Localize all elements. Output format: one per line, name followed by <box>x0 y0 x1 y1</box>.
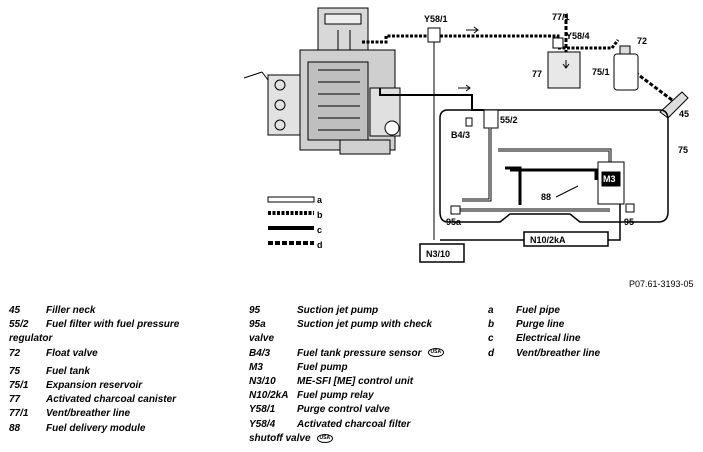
label-72: 72 <box>637 36 647 46</box>
label-45: 45 <box>679 109 689 119</box>
fuel-system-diagram: Y58/1 77/1 Y58/4 77 72 75/1 45 75 55/2 B… <box>243 7 689 263</box>
engine-illustration <box>243 7 401 155</box>
flow-arrows <box>458 26 570 92</box>
expansion-reservoir <box>613 45 639 91</box>
leader-88 <box>555 185 579 198</box>
relay-box <box>523 231 609 247</box>
label-m3: M3 <box>603 174 616 184</box>
control-unit-box <box>419 243 465 263</box>
purge-control-valve <box>427 27 441 240</box>
fuel-filter <box>483 109 499 129</box>
line-key <box>267 196 315 245</box>
line-key-a: a <box>317 195 323 205</box>
usa-badge-icon: USA <box>427 348 445 358</box>
fuel-tank <box>439 109 669 223</box>
label-55-2: 55/2 <box>500 115 518 125</box>
pressure-sensor <box>465 117 473 127</box>
filler-neck <box>659 91 689 119</box>
label-75: 75 <box>678 145 688 155</box>
line-key-b: b <box>317 210 323 220</box>
line-key-d: d <box>317 240 323 250</box>
fuel-pipes <box>460 128 612 212</box>
line-key-c: c <box>317 225 322 235</box>
label-75-1: 75/1 <box>592 67 610 77</box>
usa-badge-icon: USA <box>316 433 334 443</box>
jet-pump <box>625 203 635 213</box>
figure-reference: P07.61-3193-05 <box>629 279 694 289</box>
label-y58-1: Y58/1 <box>424 14 448 24</box>
legend-row: valve <box>249 333 275 345</box>
label-88: 88 <box>541 192 551 202</box>
fuel-feed-line <box>379 88 484 111</box>
label-n3-10: N3/10 <box>426 249 450 259</box>
label-y58-4: Y58/4 <box>566 31 590 41</box>
label-95a: 95a <box>446 217 462 227</box>
label-n10-2ka: N10/2kA <box>530 235 566 245</box>
fuel-pump <box>597 161 625 205</box>
label-b4-3: B4/3 <box>451 130 470 140</box>
label-77: 77 <box>532 69 542 79</box>
charcoal-canister <box>547 37 581 89</box>
label-95: 95 <box>624 217 634 227</box>
label-77-1: 77/1 <box>552 12 570 22</box>
legend-row: regulator <box>9 333 53 345</box>
fuel-pipes-inner <box>460 128 611 211</box>
electrical-line <box>440 204 621 241</box>
jet-pump-check <box>450 205 461 215</box>
